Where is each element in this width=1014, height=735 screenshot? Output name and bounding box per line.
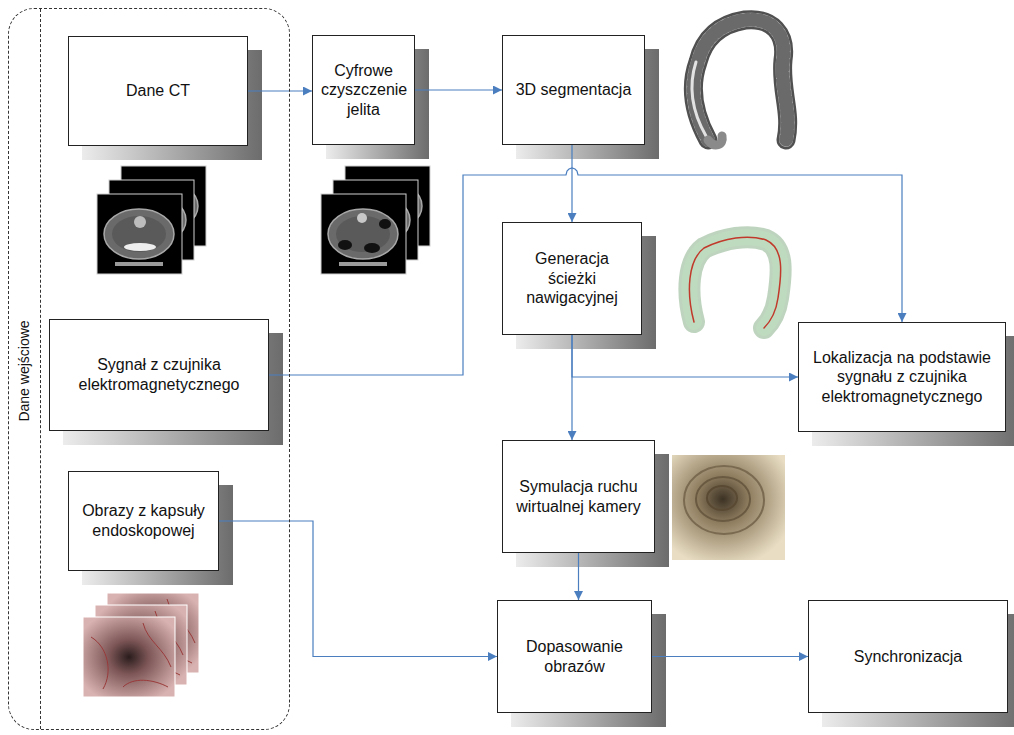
box-label: Synchronizacja bbox=[817, 647, 999, 667]
box-label: Symulacja ruchu wirtualnej kamery bbox=[511, 477, 646, 516]
flow-arrow bbox=[572, 335, 798, 377]
flow-arrow bbox=[652, 656, 808, 657]
process-box: Dane CT bbox=[68, 36, 248, 146]
box-label: Lokalizacja na podstawie sygnału z czujn… bbox=[807, 348, 997, 407]
capsule-image-stack bbox=[83, 593, 199, 697]
box-label: Obrazy z kapsuły endoskopowej bbox=[77, 501, 210, 540]
group-divider bbox=[40, 9, 41, 729]
navigation-path-render bbox=[689, 237, 780, 328]
process-box: Generacja ścieżki nawigacyjnej bbox=[502, 222, 642, 335]
flow-arrow bbox=[219, 521, 497, 657]
process-box: Sygnał z czujnika elektromagnetycznego bbox=[49, 319, 269, 431]
process-box: Cyfrowe czyszczenie jelita bbox=[312, 35, 415, 145]
input-group: Dane wejściowe Dane CT Sygnał z czujnika e… bbox=[8, 8, 290, 730]
virtual-camera-view bbox=[672, 455, 785, 560]
process-box: Obrazy z kapsuły endoskopowej bbox=[68, 471, 219, 571]
flow-arrow bbox=[571, 145, 572, 222]
process-box: 3D segmentacja bbox=[502, 35, 645, 145]
process-box: Lokalizacja na podstawie sygnału z czujn… bbox=[798, 322, 1006, 432]
process-box: Dopasowanie obrazów bbox=[497, 600, 652, 713]
colon-3d-model bbox=[692, 20, 788, 145]
group-label: Dane wejściowe bbox=[16, 320, 33, 421]
flow-arrow bbox=[578, 553, 579, 600]
box-label: Sygnał z czujnika elektromagnetycznego bbox=[58, 355, 260, 394]
box-label: Generacja ścieżki nawigacyjnej bbox=[511, 249, 633, 308]
flow-arrow bbox=[248, 90, 312, 91]
box-label: Dane CT bbox=[77, 81, 239, 101]
cleaned-ct-stack bbox=[321, 166, 430, 274]
flow-arrow bbox=[415, 89, 502, 90]
box-label: Cyfrowe czyszczenie jelita bbox=[321, 61, 406, 120]
process-box: Synchronizacja bbox=[808, 600, 1008, 713]
process-box: Symulacja ruchu wirtualnej kamery bbox=[502, 440, 655, 553]
ct-scan-stack bbox=[97, 166, 206, 274]
box-label: Dopasowanie obrazów bbox=[506, 637, 643, 676]
box-label: 3D segmentacja bbox=[511, 80, 636, 100]
